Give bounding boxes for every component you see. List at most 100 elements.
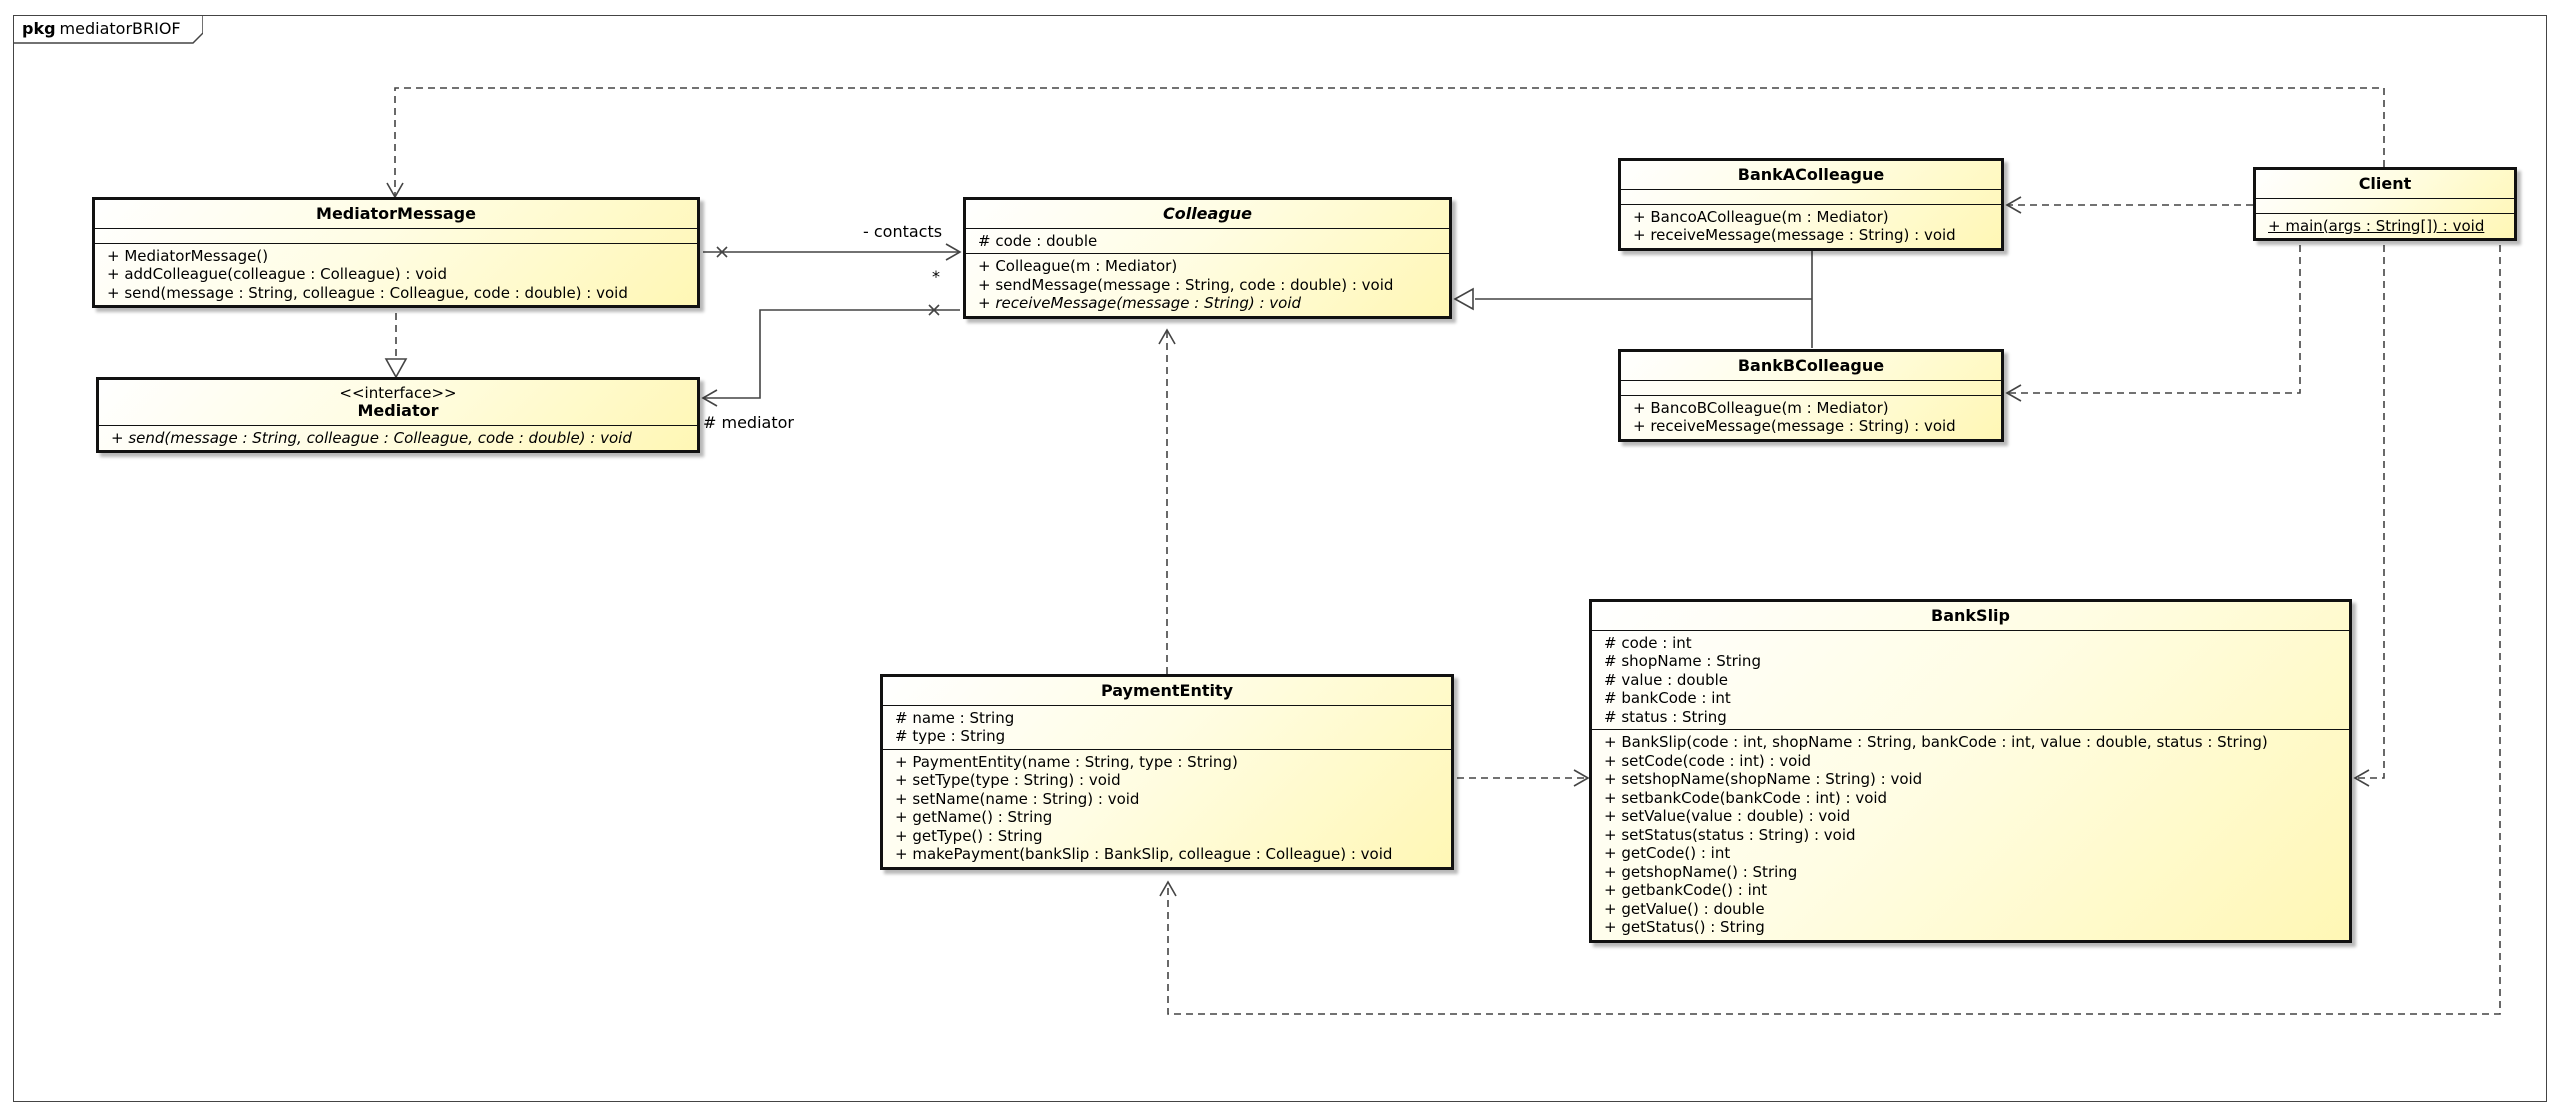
dependency-client-payment-entity-line	[1167, 245, 2501, 1015]
attribute-row: # type : String	[895, 727, 1006, 745]
association-mediator-arrow	[701, 389, 718, 407]
operation-row: + receiveMessage(message : String) : voi…	[978, 294, 1302, 312]
operation-row: + setshopName(shopName : String) : void	[1604, 770, 1923, 788]
dependency-client-bankslip-line	[2355, 245, 2385, 779]
realization-arrowhead	[384, 358, 408, 379]
operations-compartment: + BankSlip(code : int, shopName : String…	[1592, 730, 2349, 940]
attribute-row: # code : int	[1604, 633, 1692, 652]
multiplicity-label: *	[932, 267, 940, 286]
attribute-row: # value : double	[1604, 670, 1729, 689]
attributes-compartment	[1621, 190, 2001, 205]
operation-row: + getName() : String	[895, 808, 1053, 826]
attributes-compartment	[1621, 381, 2001, 396]
operation-row: + setStatus(status : String) : void	[1604, 825, 1856, 844]
class-header: <<interface>>Mediator	[99, 380, 697, 426]
dependency-arrow	[2005, 196, 2022, 214]
dependency-client-bankb-line	[2007, 245, 2301, 394]
attribute-row: # bankCode : int	[1604, 689, 1731, 707]
class-header: BankSlip	[1592, 602, 2349, 631]
class-name: BankSlip	[1931, 606, 2010, 625]
attributes-compartment: # code : double	[966, 229, 1449, 254]
dependency-arrow	[1158, 328, 1176, 345]
attribute-row: # status : String	[1604, 707, 1727, 726]
attributes-compartment: # code : int# shopName : String# value :…	[1592, 631, 2349, 730]
operations-compartment: + send(message : String, colleague : Col…	[99, 426, 697, 451]
package-keyword: pkg	[22, 19, 56, 38]
class-name: Colleague	[1162, 204, 1253, 223]
operation-row: + addColleague(colleague : Colleague) : …	[107, 265, 447, 283]
package-frame	[13, 15, 2547, 1102]
package-tab-outline	[13, 15, 203, 44]
operation-row: + MediatorMessage()	[107, 246, 269, 265]
operations-compartment: + BancoAColleague(m : Mediator)+ receive…	[1621, 205, 2001, 248]
class-bank-acolleague[interactable]: BankAColleague + BancoAColleague(m : Medi…	[1618, 158, 2004, 251]
dependency-arrow	[2005, 384, 2022, 402]
class-header: Client	[2256, 170, 2514, 199]
class-name: PaymentEntity	[1100, 681, 1234, 700]
class-header: MediatorMessage	[95, 200, 697, 229]
operation-row: + PaymentEntity(name : String, type : St…	[895, 752, 1238, 771]
class-name: MediatorMessage	[316, 204, 476, 223]
attributes-compartment: # name : String# type : String	[883, 706, 1451, 750]
operation-row: + send(message : String, colleague : Col…	[107, 283, 628, 302]
operation-row: + makePayment(bankSlip : BankSlip, colle…	[895, 845, 1393, 863]
operation-row: + getValue() : double	[1604, 899, 1765, 918]
attributes-compartment	[95, 229, 697, 244]
operation-row: + Colleague(m : Mediator)	[978, 257, 1178, 275]
class-mediator-message[interactable]: MediatorMessage + MediatorMessage()+ addC…	[92, 197, 700, 308]
operation-row: + setName(name : String) : void	[895, 789, 1140, 808]
attributes-compartment	[2256, 199, 2514, 214]
operation-row: + BankSlip(code : int, shopName : String…	[1604, 733, 2268, 751]
operation-row: + BancoAColleague(m : Mediator)	[1633, 207, 1889, 226]
operation-row: + getbankCode() : int	[1604, 881, 1768, 899]
class-header: PaymentEntity	[883, 677, 1451, 706]
class-colleague[interactable]: Colleague # code : double + Colleague(m : …	[963, 197, 1452, 319]
package-name: mediatorBRIOF	[59, 19, 181, 38]
operation-row: + setValue(value : double) : void	[1604, 807, 1851, 825]
class-bank-slip[interactable]: BankSlip# code : int# shopName : String#…	[1589, 599, 2352, 943]
class-name: Client	[2358, 174, 2412, 193]
class-name: BankAColleague	[1737, 165, 1885, 184]
dependency-arrow	[1159, 880, 1177, 897]
class-client[interactable]: Client + main(args : String[]) : void	[2253, 167, 2517, 241]
operation-row: + receiveMessage(message : String) : voi…	[1633, 417, 1956, 435]
operation-row: + setbankCode(bankCode : int) : void	[1604, 788, 1888, 807]
dependency-arrow	[2353, 769, 2370, 787]
operations-compartment: + BancoBColleague(m : Mediator)+ receive…	[1621, 396, 2001, 439]
association-mediator-line	[703, 309, 960, 399]
operations-compartment: + main(args : String[]) : void	[2256, 214, 2514, 239]
attribute-row: # code : double	[978, 231, 1098, 250]
class-mediator[interactable]: <<interface>>Mediator + send(message : St…	[96, 377, 700, 453]
association-contacts-arrow	[945, 243, 962, 261]
operation-row: + main(args : String[]) : void	[2268, 216, 2485, 235]
class-header: BankBColleague	[1621, 352, 2001, 381]
dependency-arrow	[1573, 769, 1590, 787]
operation-row: + getshopName() : String	[1604, 862, 1798, 881]
operation-row: + sendMessage(message : String, code : d…	[978, 275, 1394, 294]
generalization-arrowhead	[1453, 287, 1474, 311]
class-bank-bcolleague[interactable]: BankBColleague + BancoBColleague(m : Medi…	[1618, 349, 2004, 442]
class-name: BankBColleague	[1737, 356, 1885, 375]
attribute-row: # name : String	[895, 708, 1015, 727]
operations-compartment: + PaymentEntity(name : String, type : St…	[883, 750, 1451, 867]
class-payment-entity[interactable]: PaymentEntity # name : String# type : Str…	[880, 674, 1454, 870]
operation-row: + getCode() : int	[1604, 844, 1731, 862]
operation-row: + getType() : String	[895, 826, 1043, 845]
operation-row: + setCode(code : int) : void	[1604, 751, 1812, 770]
class-header: Colleague	[966, 200, 1449, 229]
operation-row: + receiveMessage(message : String) : voi…	[1633, 226, 1956, 244]
attribute-row: # shopName : String	[1604, 652, 1761, 670]
operation-row: + BancoBColleague(m : Mediator)	[1633, 398, 1889, 417]
dependency-client-mediator-message-line	[394, 87, 2385, 197]
operations-compartment: + Colleague(m : Mediator)+ sendMessage(m…	[966, 254, 1449, 316]
operations-compartment: + MediatorMessage()+ addColleague(collea…	[95, 244, 697, 306]
non-navigable-end-marker	[928, 304, 940, 316]
operation-row: + getStatus() : String	[1604, 918, 1765, 936]
operation-row: + setType(type : String) : void	[895, 771, 1121, 789]
operation-row: + send(message : String, colleague : Col…	[111, 428, 632, 447]
class-header: BankAColleague	[1621, 161, 2001, 190]
class-name: Mediator	[357, 401, 439, 420]
non-navigable-end-marker	[716, 246, 728, 258]
